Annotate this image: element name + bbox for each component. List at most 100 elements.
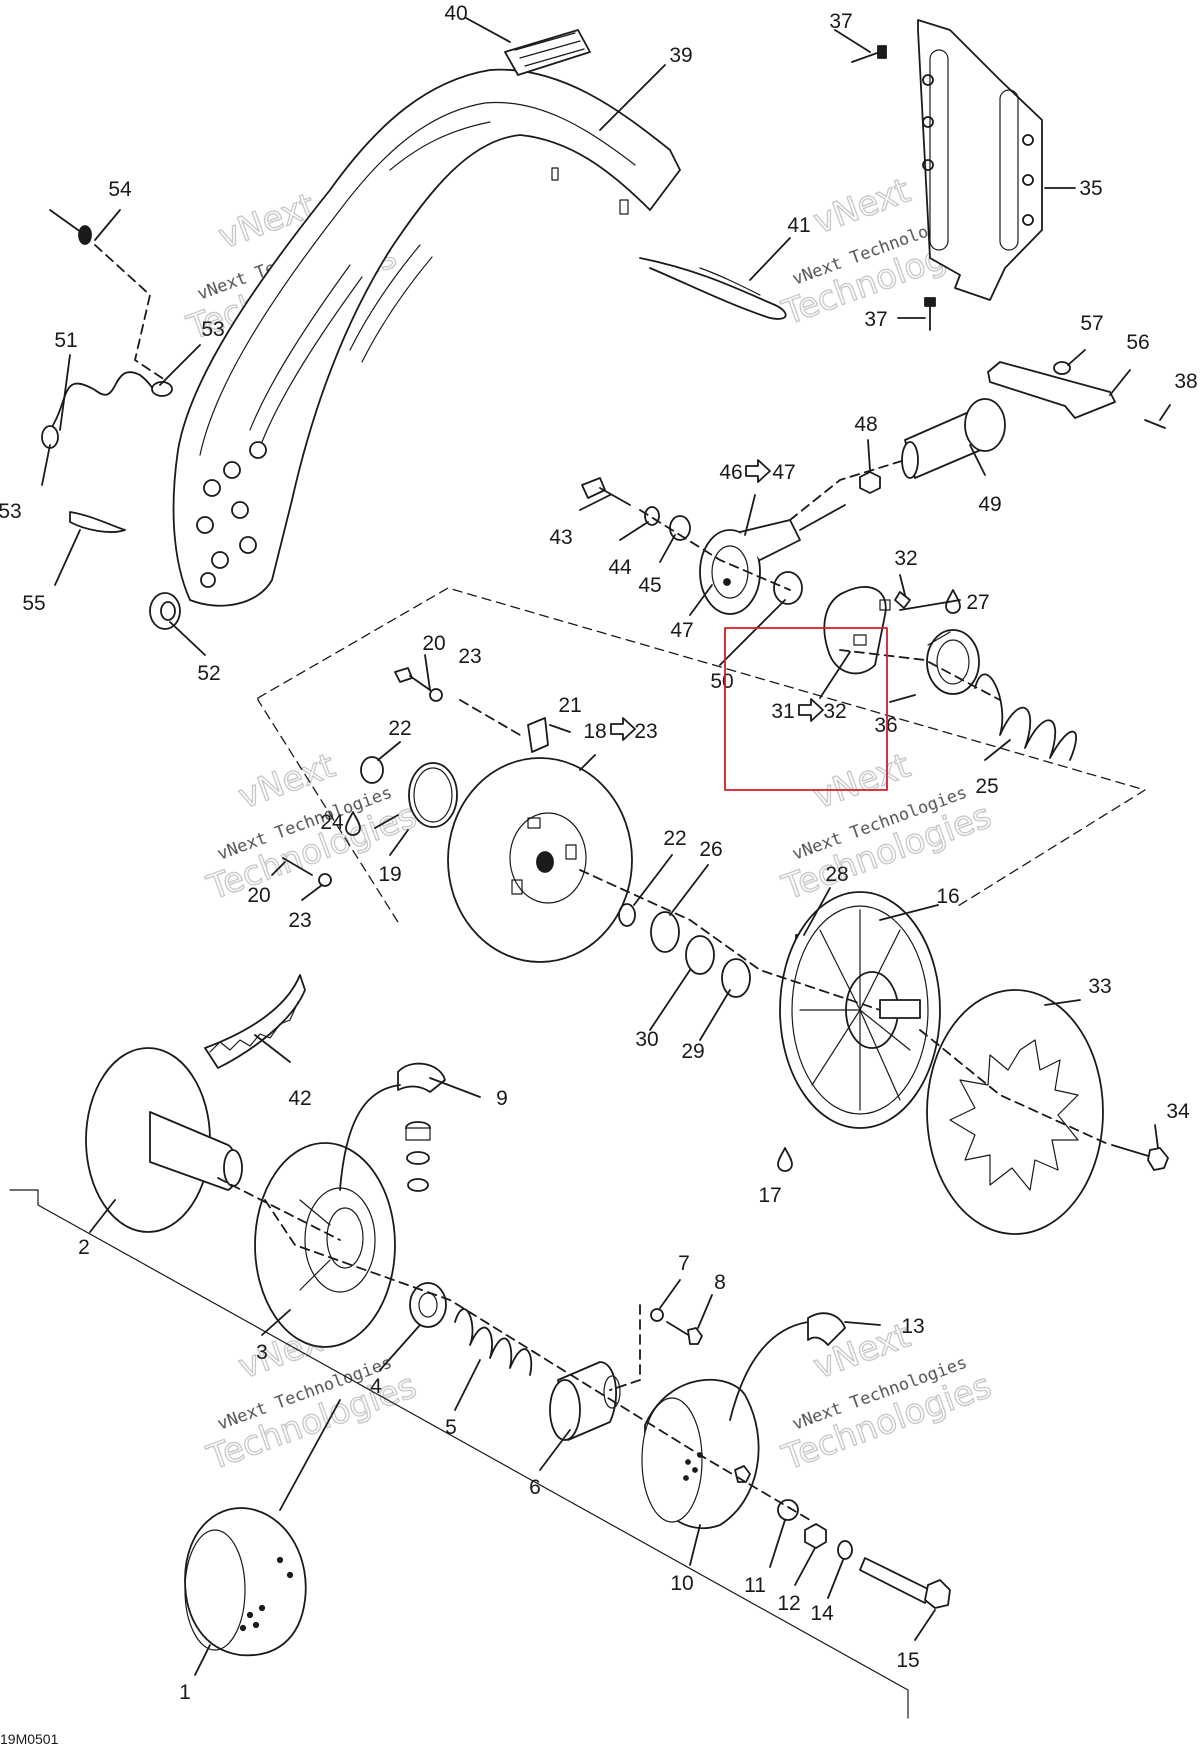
- callout-49: 49: [978, 493, 1001, 516]
- segment-13: [807, 1312, 846, 1346]
- callout-7: 7: [678, 1252, 690, 1275]
- sliding-sheave: [447, 757, 633, 963]
- callout-39: 39: [669, 44, 692, 67]
- cap-1-dot: [286, 1571, 294, 1579]
- bracket-hole: [1022, 174, 1034, 186]
- belt-guard-slot: [349, 244, 421, 351]
- figure-code: 19M0501: [0, 1731, 59, 1747]
- roller-washer: [407, 1178, 429, 1192]
- shaft-flange: [964, 398, 1006, 452]
- bolt-34: [1111, 1144, 1169, 1171]
- callout-24-group: 24: [320, 811, 361, 836]
- belt-guard-slot: [389, 121, 491, 171]
- bracket-plate-slot: [929, 49, 949, 251]
- belt-guard-inner-edge: [199, 101, 636, 456]
- callout-55: 55: [22, 592, 45, 615]
- cover-10-rim: [641, 1397, 703, 1523]
- belt-guard-hole: [231, 501, 249, 519]
- callout-13: 13: [901, 1315, 924, 1338]
- supersedes-arrow-icon: [798, 698, 824, 722]
- sheave-16-vane: [811, 1009, 861, 1086]
- callout-27-group: 27: [945, 589, 990, 614]
- watermark-4: vNext vNext Technologies Technologies: [776, 745, 997, 909]
- bushing-edge: [927, 631, 951, 646]
- callout-31: 31: [771, 700, 794, 723]
- nut-12: [804, 1523, 827, 1549]
- callout-22-top: 22: [388, 717, 411, 740]
- belt-guard-hole: [196, 516, 214, 534]
- rivet-head: [924, 297, 936, 307]
- callout-16: 16: [936, 885, 959, 908]
- callout-53-bottom: 53: [0, 500, 22, 523]
- callout-38: 38: [1174, 370, 1197, 393]
- drive-pulley-frame: [9, 1189, 909, 1719]
- label-plate: [504, 29, 591, 76]
- callout-4: 4: [370, 1375, 382, 1398]
- cam-tab: [853, 634, 867, 646]
- callout-20-top: 20: [422, 632, 445, 655]
- callout-28: 28: [825, 863, 848, 886]
- support-arm-outline: [987, 361, 1116, 419]
- callout-18: 18: [583, 720, 606, 743]
- shaft-end: [901, 441, 919, 479]
- belt-guard-hole: [249, 441, 267, 459]
- watermark-6: vNext vNext Technologies Technologies: [776, 1315, 997, 1479]
- cover-10-dot: [683, 1475, 689, 1481]
- slider-32: [894, 591, 911, 609]
- callout-11: 11: [744, 1574, 766, 1597]
- screw-20-top-head: [394, 667, 413, 683]
- washer-23-top: [429, 688, 443, 702]
- star-plate: [926, 989, 1104, 1235]
- bolt-15: [859, 1557, 951, 1609]
- washer-23-bottom: [318, 873, 332, 887]
- supersedes-arrow-icon: [610, 717, 636, 741]
- cover-10-dot: [692, 1467, 698, 1473]
- tensioner-threaded-rod: [799, 504, 846, 531]
- callout-47: 47: [670, 619, 693, 642]
- tensioner-arm: [699, 504, 846, 615]
- belt-guard-clip: [619, 199, 629, 215]
- cover-10-dot: [685, 1459, 691, 1465]
- bushing-body: [926, 629, 980, 695]
- callout-29: 29: [681, 1040, 704, 1063]
- o-ring-19-inner: [413, 767, 453, 823]
- sheave-16-rim: [791, 905, 929, 1115]
- sheave-2-thread: [223, 1149, 243, 1187]
- ring-22-bottom: [618, 903, 636, 927]
- callout-34: 34: [1166, 1100, 1190, 1123]
- screw-8-shank: [666, 1321, 691, 1337]
- callout-52: 52: [197, 662, 220, 685]
- callout-53-top: 53: [201, 318, 224, 341]
- nut-48: [859, 471, 881, 494]
- rivet-54-head: [78, 225, 92, 245]
- bracket-hole: [922, 116, 934, 128]
- sheave-16-shaft: [879, 999, 921, 1019]
- bracket-hole: [922, 159, 934, 171]
- callout-15: 15: [896, 1649, 919, 1672]
- cap-1-body: [184, 1507, 307, 1657]
- star-plate-cutout: [949, 1039, 1079, 1191]
- ring-22-top: [360, 756, 384, 784]
- bracket-plate-slot: [999, 89, 1019, 251]
- belt-guard-hole: [200, 572, 216, 588]
- callout-37-bottom: 37: [864, 308, 887, 331]
- belt-guard-clip: [551, 167, 559, 181]
- fixed-shaft: [901, 398, 1006, 479]
- washer-11: [777, 1499, 799, 1521]
- driven-pulley-frame-left: [257, 697, 399, 923]
- bracket-hole: [1022, 134, 1034, 146]
- callout-45: 45: [638, 574, 661, 597]
- callout-46-target: 47: [772, 461, 795, 484]
- belt-guard: [172, 68, 681, 607]
- tensioner-disc: [699, 529, 761, 615]
- grommet-outer: [149, 592, 181, 630]
- callout-56: 56: [1126, 331, 1149, 354]
- washer-30: [685, 935, 715, 975]
- cap-1: [184, 1507, 307, 1657]
- bracket-hole: [1022, 214, 1034, 226]
- callout-30: 30: [635, 1028, 658, 1051]
- ground-wire: [41, 209, 173, 533]
- callout-37-top: 37: [829, 10, 852, 33]
- drive-fixed-sheave: [85, 1047, 243, 1233]
